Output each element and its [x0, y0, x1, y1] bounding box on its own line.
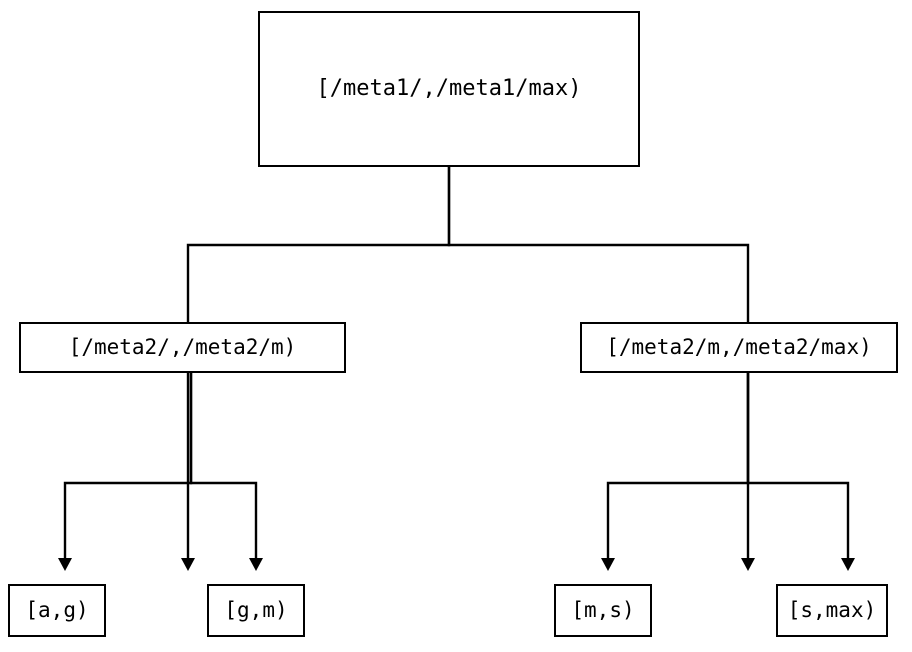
arrowhead-right-ms-icon	[601, 558, 615, 571]
tree-node-root-label: [/meta1/,/meta1/max)	[316, 76, 582, 101]
edge-left-to-leaf-ag	[58, 373, 193, 571]
arrowhead-left-gm-icon	[249, 558, 263, 571]
edge-left-to-leaf-gm	[189, 373, 263, 571]
edge-left-ag-path	[63, 373, 193, 558]
arrowhead-root-left-icon	[181, 558, 195, 571]
edge-left-gm-path	[189, 373, 258, 558]
tree-node-left-child-label: [/meta2/,/meta2/m)	[68, 335, 297, 359]
tree-leaf-a-g-label: [a,g)	[25, 598, 89, 622]
edge-right-to-leaf-ms	[601, 373, 750, 571]
tree-leaf-g-m-label: [g,m)	[224, 598, 288, 622]
tree-leaf-a-g[interactable]: [a,g)	[8, 584, 106, 637]
arrowhead-root-right-icon	[741, 558, 755, 571]
edge-right-to-leaf-smax	[746, 373, 855, 571]
tree-leaf-s-max[interactable]: [s,max)	[776, 584, 888, 637]
arrowhead-right-smax-icon	[841, 558, 855, 571]
edge-right-ms-path	[606, 373, 750, 558]
tree-leaf-m-s[interactable]: [m,s)	[554, 584, 652, 637]
tree-leaf-m-s-label: [m,s)	[571, 598, 635, 622]
tree-leaf-s-max-label: [s,max)	[787, 598, 877, 622]
tree-node-right-child-label: [/meta2/m,/meta2/max)	[606, 335, 872, 359]
tree-node-root[interactable]: [/meta1/,/meta1/max)	[258, 11, 640, 167]
tree-node-right-child[interactable]: [/meta2/m,/meta2/max)	[580, 322, 898, 373]
edge-right-smax-path	[746, 373, 850, 558]
arrowhead-left-ag-icon	[58, 558, 72, 571]
tree-node-left-child[interactable]: [/meta2/,/meta2/m)	[19, 322, 346, 373]
tree-leaf-g-m[interactable]: [g,m)	[207, 584, 305, 637]
